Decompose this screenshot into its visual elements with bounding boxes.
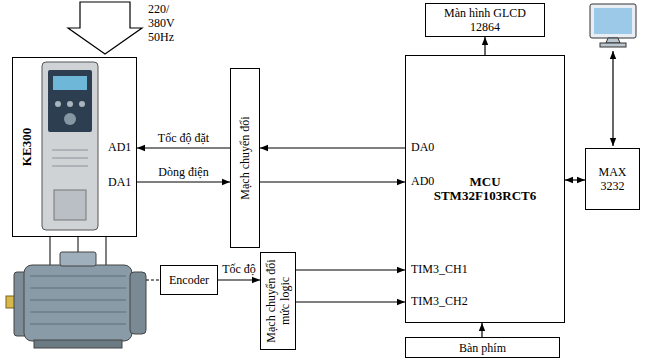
signal-arrow — [484, 37, 485, 55]
inverter-key — [67, 101, 73, 107]
pin-label: TIM3_CH1 — [411, 262, 468, 276]
power-wire — [50, 237, 51, 265]
signal-arrow — [260, 181, 405, 182]
motor-fin — [30, 288, 126, 289]
node-text: Bàn phím — [459, 341, 506, 355]
inverter-body — [42, 62, 98, 230]
node-text: Encoder — [169, 273, 209, 287]
monitor-frame — [590, 4, 636, 38]
motor-fin — [30, 300, 126, 301]
monitor-stand — [606, 38, 620, 43]
monitor-base — [600, 43, 626, 47]
signal-arrow — [218, 279, 260, 280]
inverter-knob — [64, 113, 76, 125]
power-wire — [106, 237, 107, 265]
display-box: Màn hình GLCD 12864 — [425, 3, 545, 37]
keypad-box: Bàn phím — [405, 337, 560, 358]
encoder-box: Encoder — [160, 265, 218, 295]
power-arrow — [68, 2, 142, 54]
monitor-screen — [594, 8, 632, 34]
signal-arrow — [565, 179, 585, 180]
encoder-coupling — [146, 280, 160, 281]
inverter-panel — [48, 70, 92, 132]
motor-junction-box — [60, 252, 96, 266]
motor-fin — [30, 276, 126, 277]
converter-box: Mạch chuyển đổi — [230, 68, 260, 248]
edge-label: Tốc độ — [220, 262, 258, 276]
node-text: MAX 3232 — [593, 165, 633, 193]
signal-arrow — [137, 147, 230, 148]
pin-label: DA1 — [108, 175, 131, 189]
computer-icon — [590, 4, 636, 47]
serial-link — [612, 51, 613, 146]
power-wire — [78, 237, 79, 252]
inverter-vent — [52, 150, 88, 151]
signal-arrow — [481, 323, 482, 337]
mcu-box: MCU STM32F103RCT6 — [405, 55, 565, 323]
pin-label: AD1 — [108, 140, 131, 154]
pin-label: AD0 — [411, 174, 434, 188]
logic-converter-box: Mạch chuyển đổi mức logic — [260, 252, 296, 350]
supply-voltage-label: 220/ 380V 50Hz — [148, 2, 188, 44]
motor-fan-cover — [130, 272, 146, 334]
motor-body — [24, 265, 132, 341]
edge-label: Dòng điện — [156, 165, 210, 179]
node-text: Mạch chuyển đổi mức logic — [264, 256, 292, 346]
signal-arrow — [137, 181, 230, 182]
inverter-vent — [52, 166, 88, 167]
edge-label: Tốc độ đặt — [156, 131, 211, 145]
rs232-box: MAX 3232 — [585, 148, 640, 210]
pin-label: TIM3_CH2 — [411, 294, 468, 308]
node-text: Mạch chuyển đổi — [238, 73, 252, 243]
node-text: Màn hình GLCD 12864 — [438, 6, 533, 34]
signal-arrow — [296, 269, 405, 270]
inverter-key — [55, 101, 61, 107]
node-text: MCU STM32F103RCT6 — [423, 175, 548, 203]
node-text: KE300 — [20, 117, 34, 177]
inverter-key — [79, 101, 85, 107]
motor-fin — [30, 312, 126, 313]
inverter-terminal-cover — [54, 190, 86, 220]
pin-label: DA0 — [411, 140, 434, 154]
motor-fin — [30, 324, 126, 325]
signal-arrow — [296, 301, 405, 302]
inverter-vent — [52, 158, 88, 159]
inverter-display — [53, 76, 87, 90]
inverter-picture — [42, 62, 98, 230]
signal-arrow — [260, 147, 405, 148]
motor-picture — [6, 252, 146, 348]
motor-feet — [34, 340, 122, 348]
